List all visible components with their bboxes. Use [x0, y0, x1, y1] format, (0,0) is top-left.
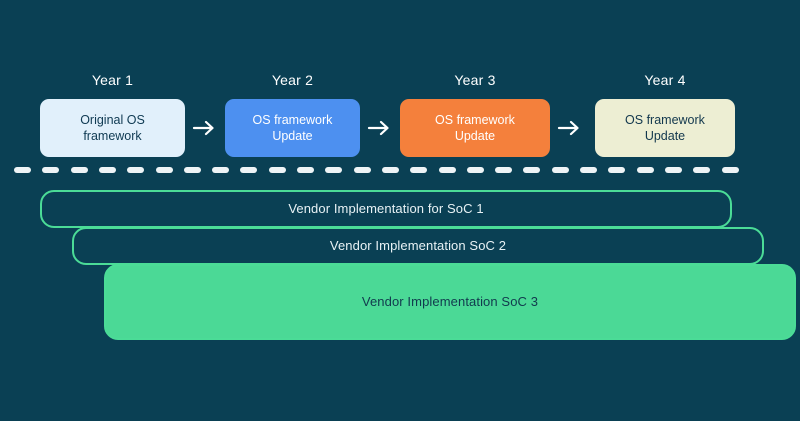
- os-box-year-2-line1: OS framework: [252, 113, 333, 127]
- divider-dash: [523, 167, 541, 173]
- divider-dash: [240, 167, 258, 173]
- vendor-bar-soc-3[interactable]: Vendor Implementation SoC 3: [104, 264, 796, 340]
- vendor-bar-soc-1[interactable]: Vendor Implementation for SoC 1: [40, 190, 732, 228]
- arrow-right-icon-3: [557, 115, 583, 141]
- divider-dash: [212, 167, 230, 173]
- divider-dash: [693, 167, 711, 173]
- os-box-year-2[interactable]: OS framework Update: [225, 99, 360, 157]
- os-box-year-3[interactable]: OS framework Update: [400, 99, 550, 157]
- year-label-2: Year 2: [271, 72, 314, 88]
- divider-dash: [297, 167, 314, 173]
- dashed-divider: [14, 167, 748, 173]
- os-box-year-4-line2: Update: [644, 129, 686, 143]
- divider-dash: [353, 167, 371, 173]
- divider-dash: [410, 167, 428, 173]
- divider-dash: [70, 167, 88, 173]
- divider-dash: [127, 167, 145, 173]
- divider-dash: [42, 167, 60, 173]
- os-box-year-3-line1: OS framework: [435, 113, 515, 127]
- arrow-right-icon-1: [192, 115, 218, 141]
- os-box-year-1-line2: framework: [83, 129, 142, 143]
- divider-dash: [325, 167, 343, 173]
- divider-dash: [551, 167, 569, 173]
- divider-dash: [664, 167, 682, 173]
- divider-dash: [580, 167, 597, 173]
- year-label-4: Year 4: [644, 72, 686, 88]
- divider-dash: [268, 167, 286, 173]
- os-box-year-1[interactable]: Original OS framework: [40, 99, 185, 157]
- arrow-right-icon-2: [367, 115, 393, 141]
- year-label-3: Year 3: [454, 72, 496, 88]
- vendor-bar-soc-1-label: Vendor Implementation for SoC 1: [288, 201, 484, 216]
- divider-dash: [495, 167, 513, 173]
- divider-dash: [183, 167, 201, 173]
- os-box-year-3-line2: Update: [454, 129, 496, 143]
- os-box-year-4[interactable]: OS framework Update: [595, 99, 735, 157]
- vendor-bar-soc-2-label: Vendor Implementation SoC 2: [329, 238, 507, 253]
- divider-dash: [608, 167, 626, 173]
- os-box-year-2-line2: Update: [272, 129, 313, 143]
- year-label-1: Year 1: [91, 72, 134, 88]
- divider-dash: [14, 167, 31, 173]
- divider-dash: [438, 167, 456, 173]
- os-box-year-1-line1: Original OS: [80, 113, 145, 127]
- divider-dash: [721, 167, 739, 173]
- divider-dash: [636, 167, 654, 173]
- divider-dash: [466, 167, 484, 173]
- os-box-year-4-line1: OS framework: [625, 113, 705, 127]
- vendor-bar-soc-3-label: Vendor Implementation SoC 3: [361, 294, 539, 309]
- vendor-bar-soc-2[interactable]: Vendor Implementation SoC 2: [72, 227, 764, 265]
- divider-dash: [381, 167, 399, 173]
- divider-dash: [98, 167, 116, 173]
- divider-dash: [155, 167, 173, 173]
